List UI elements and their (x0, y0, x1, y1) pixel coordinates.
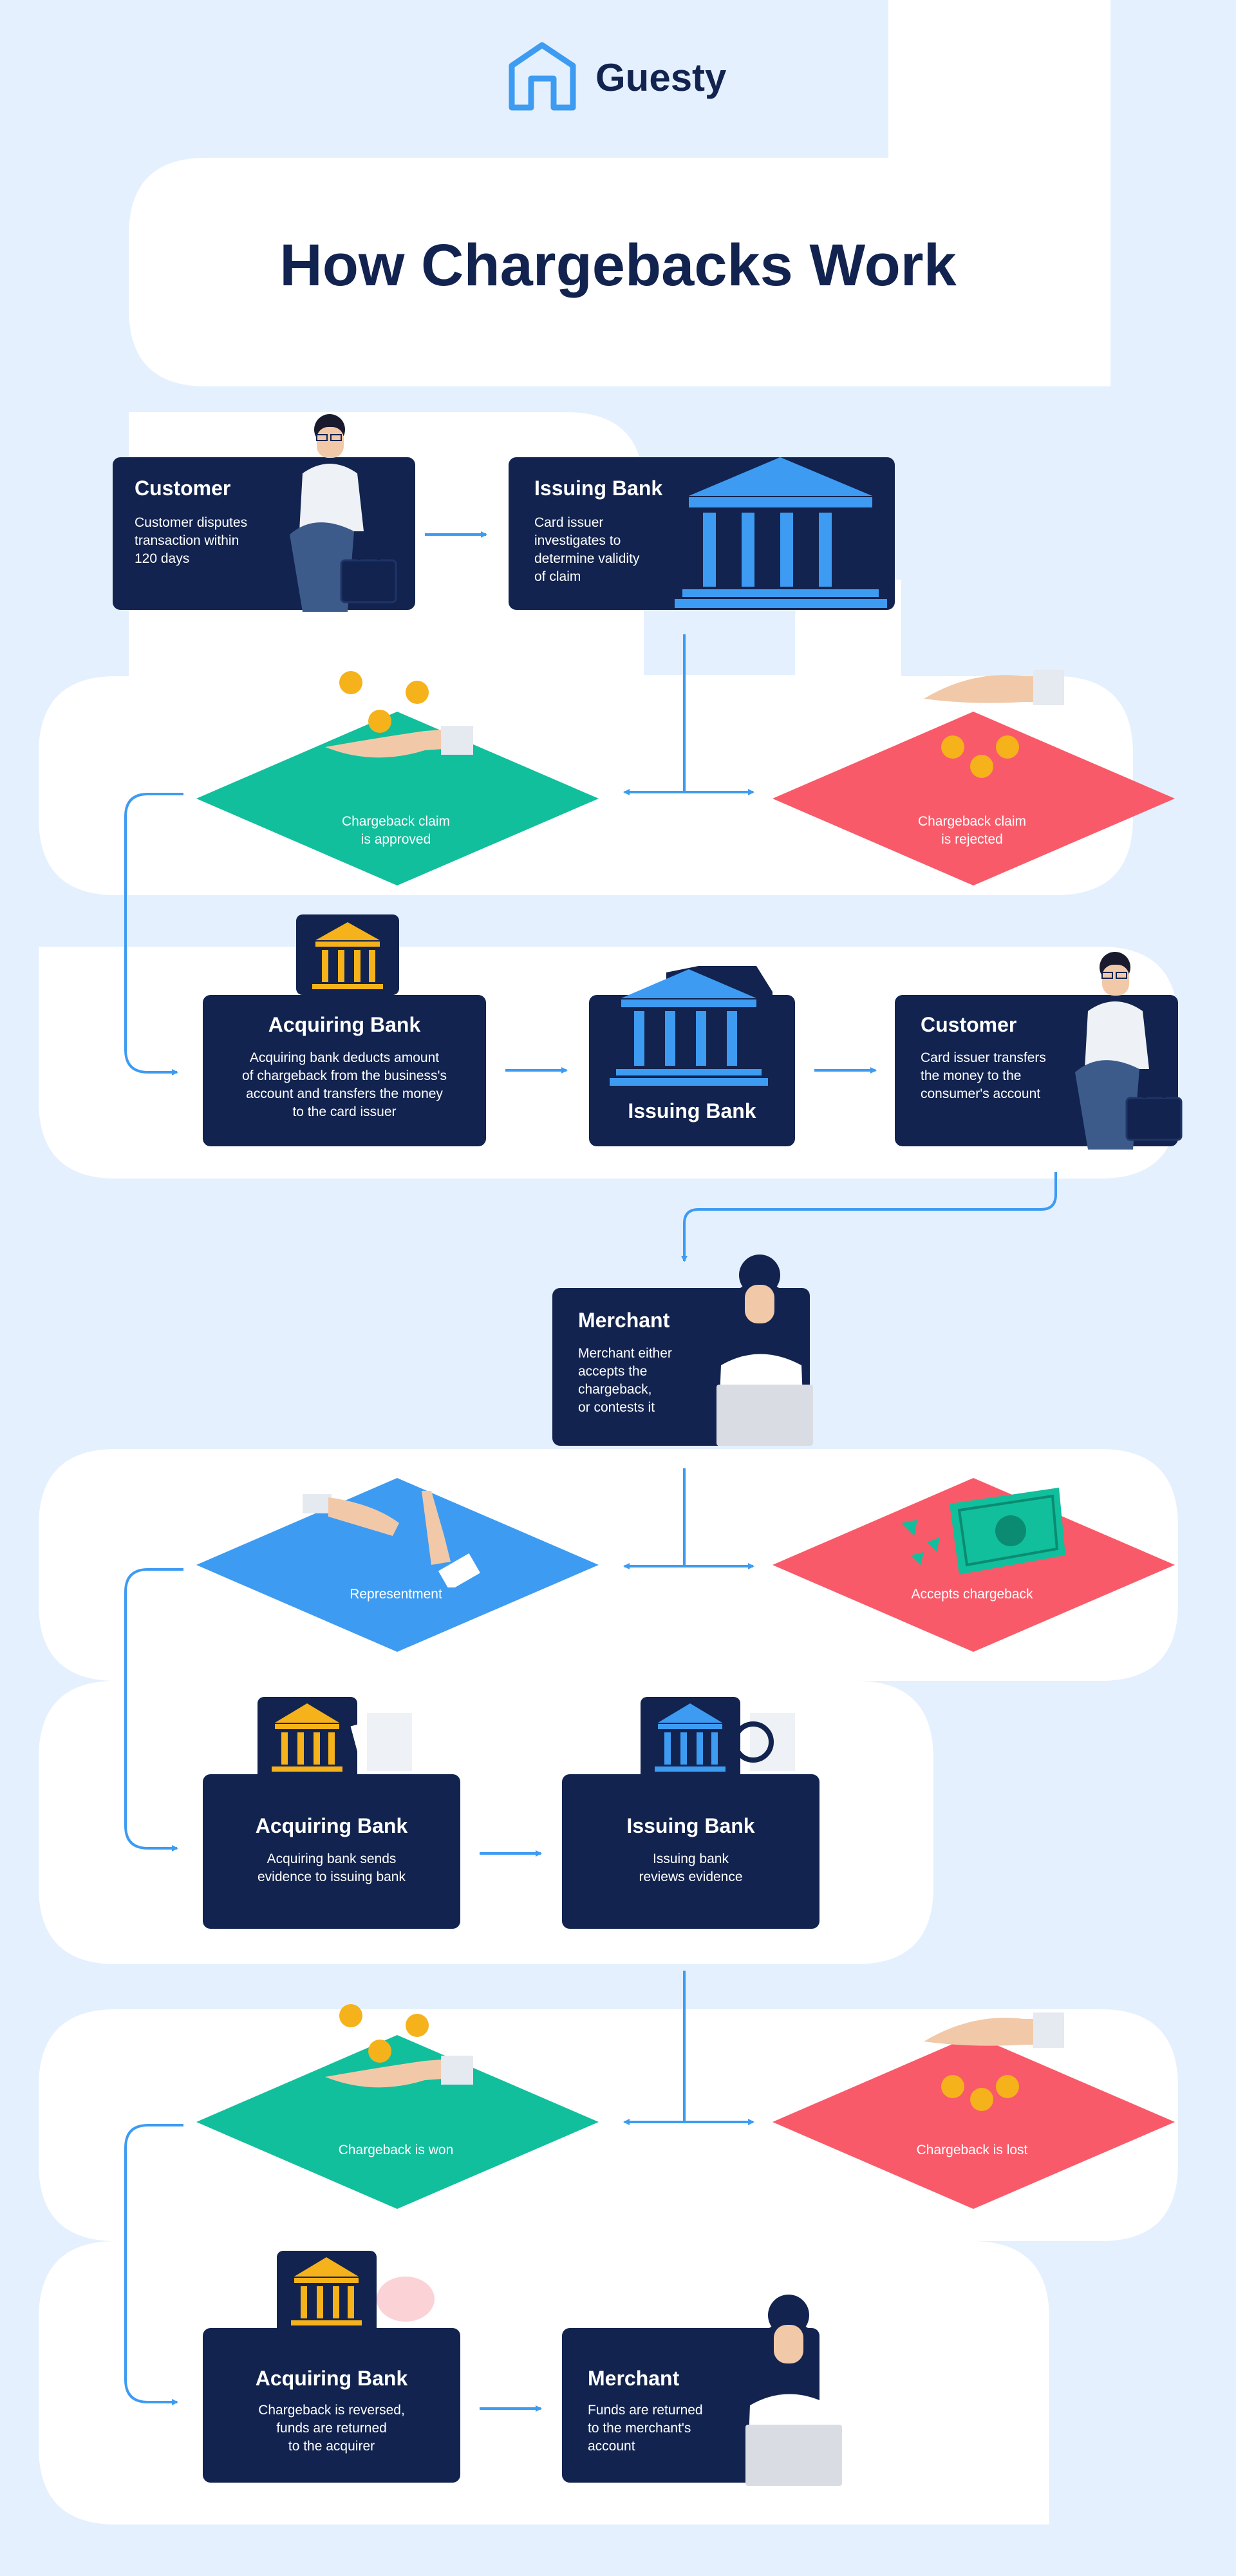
step-title: Acquiring Bank (255, 1814, 408, 1837)
step-desc: Customer disputes transaction within 120… (135, 515, 248, 566)
step-acquiring-reversed: Acquiring Bank Chargeback is reversed, f… (203, 2328, 460, 2483)
decision-label-won: Chargeback is won (338, 2143, 454, 2157)
step-desc: Acquiring bank sends evidence to issuing… (258, 1852, 406, 1884)
decision-label-lost: Chargeback is lost (916, 2143, 1028, 2157)
merchant-illustration-icon (745, 2295, 842, 2486)
step-acquiring-deduct: Acquiring Bank Acquiring bank deducts am… (203, 995, 486, 1146)
hand-receiving-coins-icon (325, 671, 473, 758)
hands-gesture-icon (303, 1491, 480, 1587)
step-title: Acquiring Bank (255, 2367, 408, 2390)
step-desc: Issuing bank reviews evidence (639, 1852, 743, 1884)
customer-illustration-icon (290, 414, 397, 612)
house-logo-icon (509, 42, 576, 111)
step-title: Customer (135, 477, 231, 500)
hand-dropping-coins-icon (924, 670, 1064, 778)
decision-label-approved: Chargeback claim is approved (341, 814, 451, 847)
bank-building-icon (675, 457, 887, 608)
gold-bank-with-documents-icon (258, 1697, 412, 1783)
brand-name: Guesty (595, 56, 727, 99)
step-title: Merchant (578, 1309, 670, 1332)
decision-label-representment: Representment (350, 1587, 442, 1602)
step-acquiring-evidence: Acquiring Bank Acquiring bank sends evid… (203, 1774, 460, 1929)
step-title: Issuing Bank (626, 1814, 755, 1837)
step-title: Issuing Bank (628, 1099, 756, 1122)
diamond-rejected (772, 712, 1175, 886)
step-title: Merchant (588, 2367, 680, 2390)
diamond-lost (772, 2035, 1175, 2209)
bank-building-icon (610, 966, 772, 1086)
gold-bank-icon (296, 914, 399, 995)
hand-receiving-coins-icon (325, 2004, 473, 2088)
diamond-representment (196, 1478, 599, 1652)
step-desc: Funds are returned to the merchant's acc… (588, 2403, 703, 2454)
step-desc: Chargeback is reversed, funds are return… (258, 2403, 405, 2454)
merchant-illustration-icon (716, 1255, 813, 1446)
diamond-won (196, 2035, 599, 2209)
diamond-approved (196, 712, 599, 886)
step-desc: Merchant either accepts the chargeback, … (578, 1346, 672, 1415)
gold-bank-with-piggy-bank-icon (277, 2251, 435, 2342)
step-issuing-review: Issuing Bank Issuing bank reviews eviden… (562, 1774, 819, 1929)
customer-illustration-icon (1075, 952, 1183, 1150)
decision-label-accepts: Accepts chargeback (911, 1587, 1033, 1602)
step-title: Customer (921, 1013, 1017, 1036)
step-title: Issuing Bank (534, 477, 663, 500)
blue-bank-with-magnifier-icon (641, 1697, 795, 1781)
step-desc: Card issuer transfers the money to the c… (921, 1050, 1046, 1101)
shredded-cash-icon (901, 1488, 1065, 1575)
page-title: How Chargebacks Work (279, 232, 957, 298)
step-title: Acquiring Bank (268, 1013, 421, 1036)
decision-label-rejected: Chargeback claim is rejected (917, 814, 1027, 847)
step-desc: Acquiring bank deducts amount of chargeb… (241, 1050, 447, 1119)
step-desc: Card issuer investigates to determine va… (534, 515, 640, 584)
hand-dropping-coins-icon (924, 2012, 1064, 2111)
